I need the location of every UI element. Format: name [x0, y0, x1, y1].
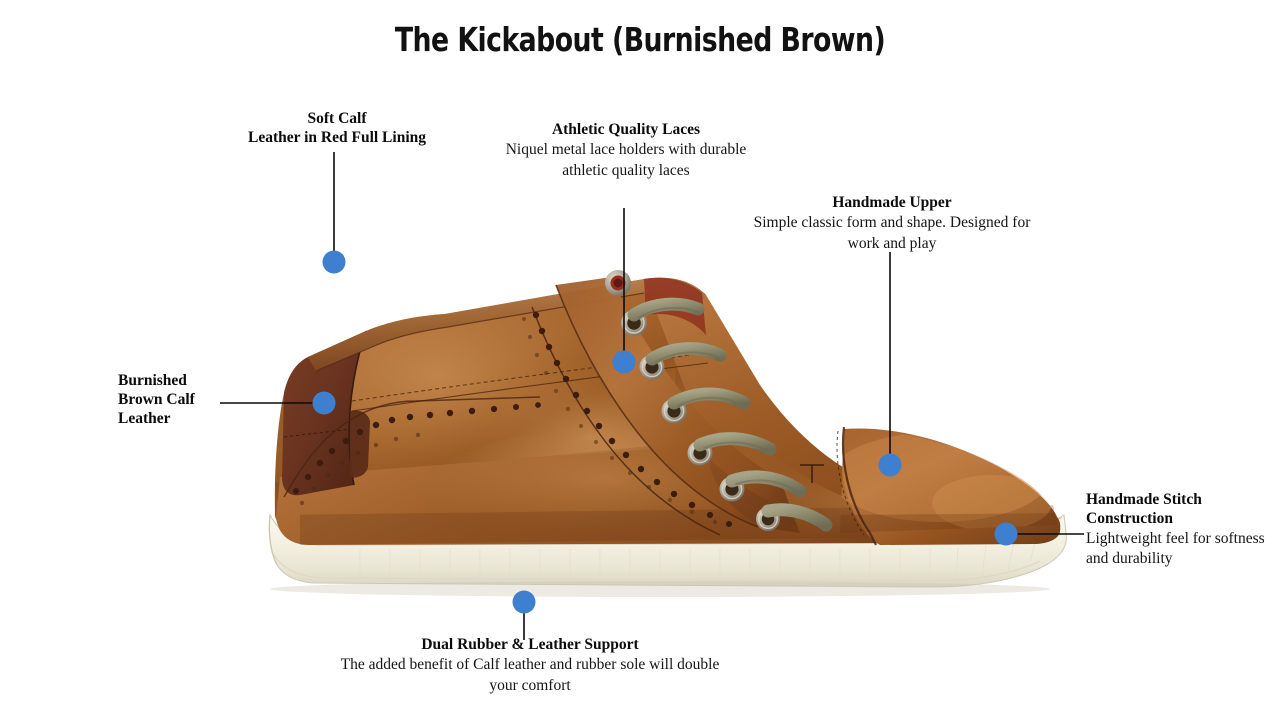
annotation-body-handmade-upper: Simple classic form and shape. Designed … — [753, 213, 1031, 252]
annotation-athletic-quality-laces: Athletic Quality Laces Niquel metal lace… — [491, 121, 761, 181]
annotation-heading-burnished-brown-calf-leather: Burnished — [118, 372, 187, 389]
annotation-dual-rubber-leather-support: Dual Rubber & Leather Support The added … — [330, 636, 730, 696]
annotation-heading2-handmade-stitch-construction: Construction — [1086, 509, 1173, 527]
annotation-heading-handmade-upper: Handmade Upper — [832, 194, 952, 211]
annotation-soft-calf-leather: Soft Calf Leather in Red Full Lining — [187, 110, 487, 148]
page-title: The Kickabout (Burnished Brown) — [394, 20, 886, 59]
annotation-heading3-burnished-brown-calf-leather: Leather — [118, 409, 171, 427]
annotation-handmade-upper: Handmade Upper Simple classic form and s… — [747, 194, 1037, 254]
annotation-body-athletic-quality-laces: Niquel metal lace holders with durable a… — [505, 140, 747, 179]
brogue-perforations-facing — [521, 306, 732, 536]
shoe-laces — [627, 297, 833, 532]
annotation-body-handmade-stitch-construction: Lightweight feel for softness and durabi… — [1086, 529, 1265, 568]
annotation-heading2-soft-calf-leather: Leather in Red Full Lining — [248, 128, 426, 146]
annotation-body-dual-rubber-leather-support: The added benefit of Calf leather and ru… — [340, 655, 720, 694]
brogue-perforations-heel — [283, 396, 541, 506]
shoe-illustration — [268, 270, 1067, 597]
annotation-heading-soft-calf-leather: Soft Calf — [307, 110, 367, 127]
annotation-burnished-brown-calf-leather: Burnished Brown Calf Leather — [118, 372, 250, 429]
product-image — [240, 215, 1070, 625]
annotation-heading-athletic-quality-laces: Athletic Quality Laces — [551, 121, 701, 138]
annotation-heading-dual-rubber-leather-support: Dual Rubber & Leather Support — [421, 636, 639, 653]
eyelet-red — [605, 270, 631, 296]
annotation-heading-handmade-stitch-construction: Handmade Stitch — [1086, 491, 1202, 508]
annotation-handmade-stitch-construction: Handmade Stitch Construction Lightweight… — [1086, 491, 1268, 570]
shoe-laces-shading — [637, 307, 801, 495]
annotation-heading2-burnished-brown-calf-leather: Brown Calf — [118, 390, 195, 408]
